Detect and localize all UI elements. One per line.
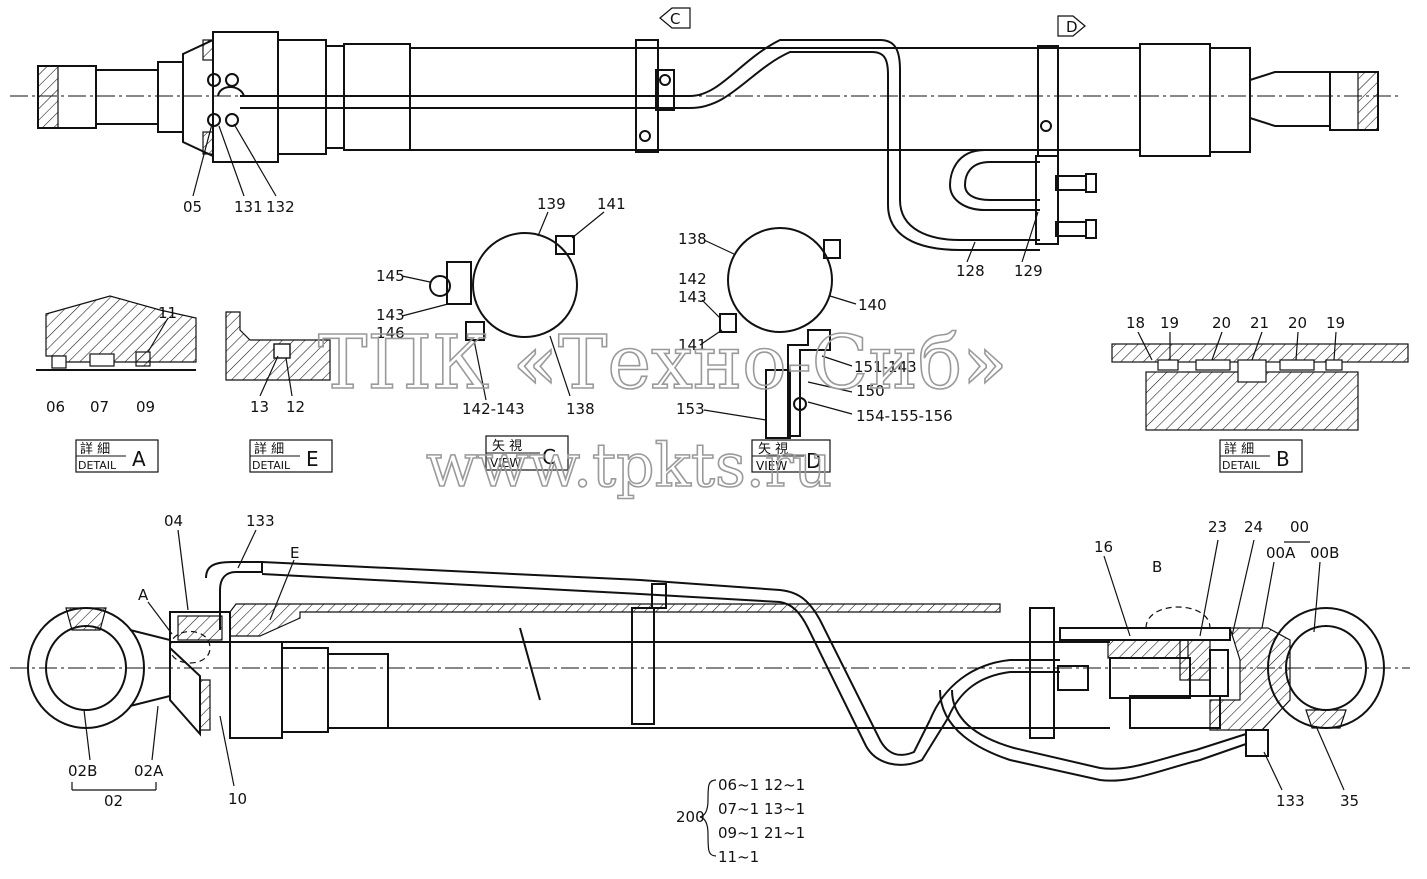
view-d-caption-en: VIEW [756, 459, 787, 473]
label-00: 00 [1290, 518, 1309, 536]
label-21: 21 [1250, 314, 1269, 332]
detail-a [36, 295, 197, 371]
view-d-caption-jp: 矢 視 [758, 442, 788, 457]
label-06: 06 [46, 398, 65, 416]
kit-item: 11~1 [718, 848, 759, 866]
kit-item: 09~1 [718, 824, 759, 842]
label-154-155-156: 154-155-156 [856, 407, 953, 425]
view-d-caption-letter: D [806, 449, 821, 473]
detail-a-caption-jp: 詳 細 [80, 441, 110, 457]
label-20b: 20 [1288, 314, 1307, 332]
kit-item: 12~1 [764, 776, 805, 794]
bottom-cylinder-assembly [10, 529, 1410, 791]
label-19a: 19 [1160, 314, 1179, 332]
label-139: 139 [537, 195, 566, 213]
detail-b-caption-en: DETAIL [1222, 459, 1261, 472]
label-02: 02 [104, 792, 123, 810]
detail-b-caption-jp: 詳 細 [1224, 441, 1254, 457]
view-c-caption-letter: C [542, 445, 556, 469]
view-c-caption: 矢 視 VIEW C [485, 435, 569, 471]
label-131: 131 [234, 198, 263, 216]
detail-b [1111, 331, 1409, 431]
view-arrow-d: D [1057, 15, 1086, 37]
label-11: 11 [158, 304, 177, 322]
view-d-section [699, 227, 857, 439]
label-02b: 02B [68, 762, 97, 780]
watermark-line1: ТПК «Техно-Сиб» [318, 320, 1008, 406]
detail-a-caption-en: DETAIL [78, 459, 117, 472]
label-b: B [1152, 558, 1162, 576]
label-a: A [138, 586, 149, 604]
label-02a: 02A [134, 762, 164, 780]
label-138: 138 [566, 400, 595, 418]
label-141: 141 [597, 195, 626, 213]
label-05: 05 [183, 198, 202, 216]
label-150: 150 [856, 382, 885, 400]
label-132: 132 [266, 198, 295, 216]
label-143: 143 [376, 306, 405, 324]
kit-number: 200 [676, 808, 705, 826]
label-133a: 133 [246, 512, 275, 530]
watermark-line2: www.tpkts.ru [426, 431, 832, 501]
label-138-d: 138 [678, 230, 707, 248]
view-arrow-c: C [659, 7, 691, 29]
view-arrow-d-label: D [1066, 18, 1078, 36]
label-146: 146 [376, 324, 405, 342]
label-151-143: 151-143 [854, 358, 917, 376]
watermark: ТПК «Техно-Сиб» www.tpkts.ru [317, 319, 1008, 502]
view-c-caption-jp: 矢 視 [492, 439, 522, 454]
label-09: 09 [136, 398, 155, 416]
label-140: 140 [858, 296, 887, 314]
detail-b-caption: 詳 細 DETAIL B [1219, 439, 1303, 473]
kit-item: 21~1 [764, 824, 805, 842]
label-128: 128 [956, 262, 985, 280]
view-d-caption: 矢 視 VIEW D [751, 439, 831, 473]
detail-e-caption-jp: 詳 細 [254, 441, 284, 457]
label-12: 12 [286, 398, 305, 416]
label-16: 16 [1094, 538, 1113, 556]
label-141-d: 141 [678, 336, 707, 354]
detail-a-caption-letter: A [132, 447, 146, 471]
detail-b-caption-letter: B [1276, 447, 1290, 471]
detail-e-caption-en: DETAIL [252, 459, 291, 472]
view-arrow-c-label: C [670, 10, 680, 28]
kit-item: 06~1 [718, 776, 759, 794]
label-35: 35 [1340, 792, 1359, 810]
label-153: 153 [676, 400, 705, 418]
view-c-caption-en: VIEW [490, 456, 521, 470]
label-23: 23 [1208, 518, 1227, 536]
detail-e [225, 311, 331, 397]
label-24: 24 [1244, 518, 1263, 536]
label-18: 18 [1126, 314, 1145, 332]
kit-list: 200 06~1 12~1 07~1 13~1 09~1 21~1 11~1 [676, 776, 805, 866]
label-e: E [290, 544, 299, 562]
label-19b: 19 [1326, 314, 1345, 332]
label-00b: 00B [1310, 544, 1339, 562]
label-142-d: 142 [678, 270, 707, 288]
label-20a: 20 [1212, 314, 1231, 332]
detail-e-caption: 詳 細 DETAIL E [249, 439, 333, 473]
label-133b: 133 [1276, 792, 1305, 810]
label-129: 129 [1014, 262, 1043, 280]
label-13: 13 [250, 398, 269, 416]
label-00a: 00A [1266, 544, 1296, 562]
detail-a-caption: 詳 細 DETAIL A [75, 439, 159, 473]
top-cylinder-assembly [10, 31, 1400, 263]
label-145: 145 [376, 267, 405, 285]
label-04: 04 [164, 512, 183, 530]
view-c-section [401, 211, 605, 401]
kit-item: 07~1 [718, 800, 759, 818]
label-143-d: 143 [678, 288, 707, 306]
label-10: 10 [228, 790, 247, 808]
label-142-143: 142-143 [462, 400, 525, 418]
detail-e-caption-letter: E [306, 447, 319, 471]
kit-item: 13~1 [764, 800, 805, 818]
label-07: 07 [90, 398, 109, 416]
